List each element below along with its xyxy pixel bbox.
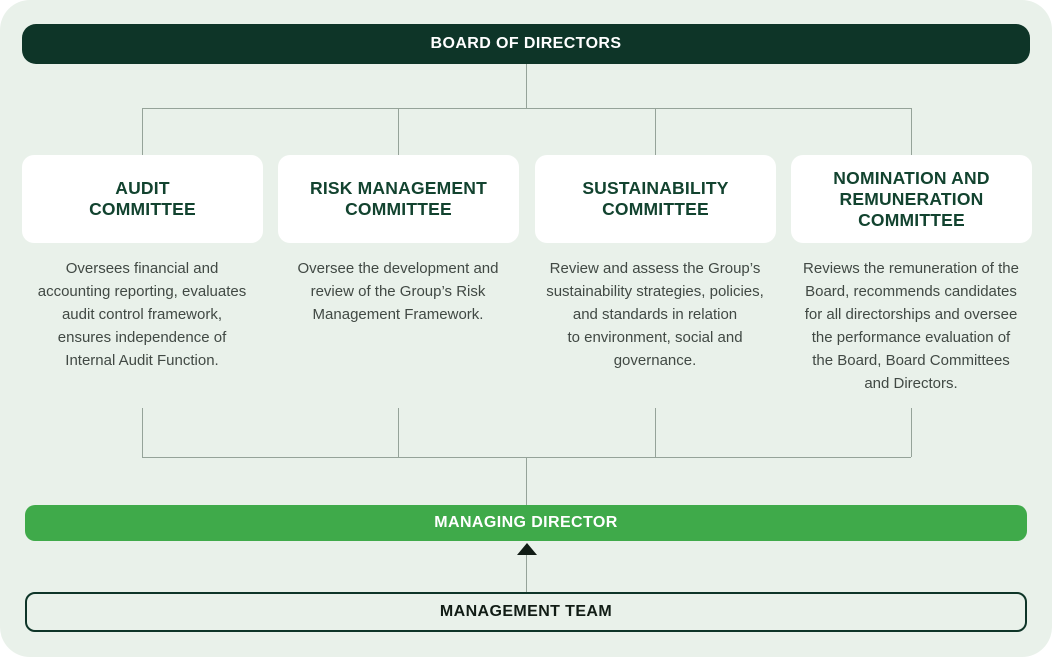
audit-committee-title: AUDIT COMMITTEE	[89, 178, 196, 219]
sustainability-committee-description: Review and assess the Group’s sustainabi…	[546, 260, 764, 369]
risk-management-committee-description: Oversee the development and review of th…	[297, 260, 499, 323]
arrow-up-icon	[517, 543, 537, 555]
management-team-label: MANAGEMENT TEAM	[439, 603, 613, 620]
connector-md-stem	[526, 457, 527, 505]
connector-drop-risk	[398, 108, 399, 155]
connector-drop-sustainability	[655, 108, 656, 155]
nomination-remuneration-committee-box: NOMINATION AND REMUNERATION COMMITTEE	[791, 155, 1032, 243]
connector-mt-stem	[526, 553, 527, 592]
managing-director-bar: MANAGING DIRECTOR	[25, 505, 1027, 541]
connector-rise-sustainability	[655, 408, 656, 457]
connector-drop-nomination	[911, 108, 912, 155]
sustainability-committee-box: SUSTAINABILITY COMMITTEE	[535, 155, 776, 243]
risk-management-committee-box: RISK MANAGEMENT COMMITTEE	[278, 155, 519, 243]
audit-committee-description: Oversees financial and accounting report…	[37, 260, 247, 369]
management-team-bar: MANAGEMENT TEAM	[25, 592, 1027, 632]
sustainability-committee-title: SUSTAINABILITY COMMITTEE	[582, 178, 729, 219]
nomination-remuneration-committee-description: Reviews the remuneration of the Board, r…	[803, 260, 1019, 392]
connector-top-horizontal	[142, 108, 911, 109]
board-of-directors-bar: BOARD OF DIRECTORS	[22, 24, 1030, 64]
connector-rise-risk	[398, 408, 399, 457]
audit-committee-box: AUDIT COMMITTEE	[22, 155, 263, 243]
connector-drop-audit	[142, 108, 143, 155]
board-of-directors-label: BOARD OF DIRECTORS	[430, 35, 622, 52]
risk-management-committee-title: RISK MANAGEMENT COMMITTEE	[309, 178, 488, 219]
managing-director-label: MANAGING DIRECTOR	[434, 514, 618, 531]
nomination-remuneration-committee-title: NOMINATION AND REMUNERATION COMMITTEE	[833, 167, 990, 230]
connector-rise-nomination	[911, 408, 912, 457]
connector-rise-audit	[142, 408, 143, 457]
connector-board-stem	[526, 64, 527, 108]
